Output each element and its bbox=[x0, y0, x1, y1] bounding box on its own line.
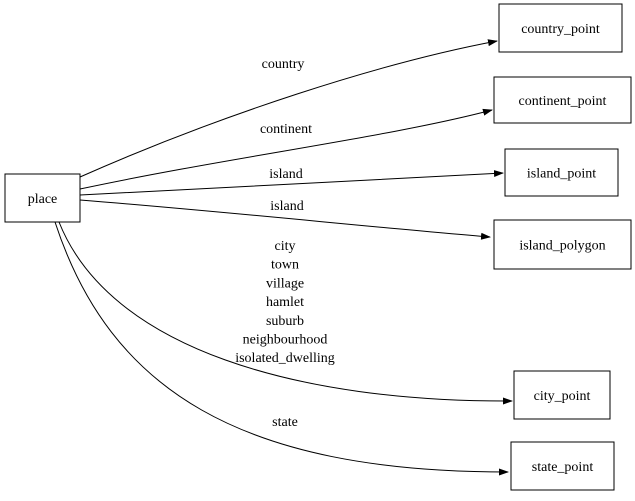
node-island_point: island_point bbox=[504, 148, 619, 197]
node-box-island_polygon bbox=[493, 219, 632, 270]
edge-label-country: country bbox=[262, 57, 305, 72]
edge-place-island_point bbox=[79, 170, 504, 196]
node-label-island_polygon: island_polygon bbox=[519, 239, 605, 254]
node-box-island_point bbox=[504, 148, 619, 197]
edge-label-state: state bbox=[272, 415, 298, 430]
node-label-country_point: country_point bbox=[521, 22, 600, 37]
node-label-island_point: island_point bbox=[527, 167, 596, 182]
node-box-state_point bbox=[510, 441, 615, 491]
node-label-continent_point: continent_point bbox=[519, 94, 607, 109]
edge-place-continent_point bbox=[79, 108, 493, 190]
edge-label-line: town bbox=[271, 258, 299, 273]
edge-label-line: isolated_dwelling bbox=[235, 351, 335, 366]
edge-place-island_polygon bbox=[79, 199, 491, 240]
node-box-country_point bbox=[498, 3, 623, 53]
edge-place-city_point bbox=[58, 221, 513, 405]
edge-label-island: island bbox=[269, 167, 302, 182]
node-box-place bbox=[4, 173, 81, 223]
node-island_polygon: island_polygon bbox=[493, 219, 632, 270]
node-label-state_point: state_point bbox=[532, 460, 594, 475]
edge-label-continent: continent bbox=[260, 122, 312, 137]
node-city_point: city_point bbox=[513, 370, 611, 420]
edge-label-line: hamlet bbox=[266, 295, 304, 310]
node-state_point: state_point bbox=[510, 441, 615, 491]
node-box-continent_point bbox=[493, 76, 632, 124]
node-label-place: place bbox=[28, 192, 58, 207]
node-box-city_point bbox=[513, 370, 611, 420]
edge-label-line: village bbox=[266, 276, 304, 291]
node-place: place bbox=[4, 173, 81, 223]
edge-label-island: island bbox=[270, 199, 303, 214]
edge-label-line: neighbourhood bbox=[243, 333, 328, 348]
edge-label-line: city bbox=[275, 239, 296, 254]
edge-place-country_point bbox=[79, 39, 498, 178]
node-label-city_point: city_point bbox=[534, 389, 591, 404]
edge-place-state_point bbox=[54, 221, 509, 476]
edge-label-line: suburb bbox=[266, 314, 304, 329]
node-continent_point: continent_point bbox=[493, 76, 632, 124]
node-country_point: country_point bbox=[498, 3, 623, 53]
